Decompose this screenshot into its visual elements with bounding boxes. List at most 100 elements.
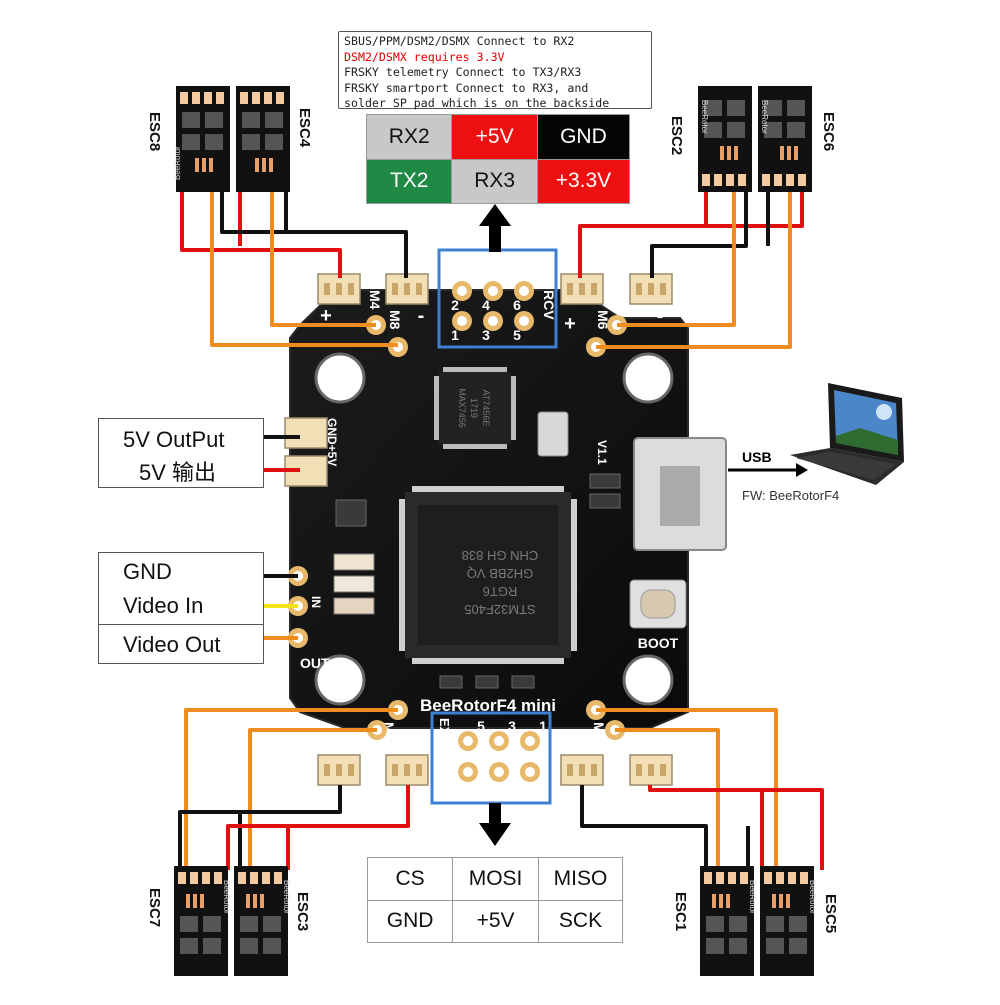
- chip-text-1: STM32F405: [464, 602, 536, 617]
- mcu-chip: STM32F405 RGT6 GH2BB VQ CHN GH 838: [399, 486, 577, 664]
- down-arrow-icon: [479, 803, 511, 846]
- esc-brand-6: BeeRotor: [760, 100, 769, 134]
- jst-connectors: [284, 273, 673, 786]
- up-arrow-icon: [479, 204, 511, 252]
- spi-pin-4: 4: [508, 749, 516, 765]
- usb-connector: [633, 437, 727, 551]
- rcv-pin-2: 2: [451, 297, 459, 313]
- rcv-cell-gnd: GND: [536, 114, 631, 160]
- rcv-cell-rx2: RX2: [365, 114, 453, 160]
- plus-m1: +: [656, 733, 668, 755]
- video-gnd-label: GND: [98, 552, 264, 590]
- m2-label: M2: [613, 290, 629, 310]
- spi-cell-5v: +5V: [452, 899, 539, 943]
- spi-cell-mosi: MOSI: [452, 857, 539, 901]
- esc7-label: ESC7: [146, 888, 163, 927]
- video-out-label: Video Out: [98, 624, 264, 664]
- extspi-pads: 5 3 1 6 4 2 EXTSPI: [437, 718, 547, 782]
- note-line-4: FRSKY smartport Connect to RX3, and: [344, 80, 589, 95]
- video-in-label: Video In: [98, 588, 264, 625]
- minus-m3: -: [325, 733, 332, 755]
- rcv-pads: 2 4 6 1 3 5 RCV: [451, 281, 557, 343]
- esc-board-4: [236, 86, 290, 192]
- plus-m7: +: [408, 733, 420, 755]
- esc6-label: ESC6: [820, 112, 837, 151]
- firmware-label: FW: BeeRotorF4: [742, 488, 839, 503]
- crystal: [537, 411, 569, 457]
- gnd5v-pad-label: GND+5V: [325, 418, 339, 466]
- esc5-label: ESC5: [822, 894, 839, 933]
- video-gnd-text: GND: [123, 559, 172, 584]
- spi-cell-sck: SCK: [537, 899, 624, 943]
- esc2-label: ESC2: [668, 116, 685, 155]
- spi-pin-3: 3: [508, 718, 516, 734]
- flight-controller-board: STM32F405 RGT6 GH2BB VQ CHN GH 838 AT745…: [288, 281, 727, 782]
- minus-m5: -: [567, 733, 574, 755]
- note-line-5: solder SP pad which is on the backside: [344, 96, 610, 111]
- chip-text-3: GH2BB VQ: [467, 566, 533, 581]
- power-output-line-1: 5V OutPut: [123, 427, 225, 452]
- esc-brand-5: BeeRotor: [808, 880, 817, 914]
- osd-text-2: 1719: [469, 398, 479, 418]
- video-in-text: Video In: [123, 593, 204, 618]
- esc-brand-3: BeeRotor: [282, 880, 291, 914]
- spi-pin-5: 5: [477, 718, 485, 734]
- board-name: BeeRotorF4 mini: [420, 696, 556, 715]
- spi-cell-miso: MISO: [537, 857, 624, 901]
- esc-board-8: [176, 86, 230, 192]
- esc-brand-1: BeeRotor: [748, 880, 757, 914]
- extspi-label: EXTSPI: [437, 718, 452, 764]
- spi-pin-1: 1: [539, 718, 547, 734]
- rcv-pin-3: 3: [482, 327, 490, 343]
- m5-label: M5: [591, 722, 607, 742]
- esc-boards: BeeRotor BeeRotor BeeRotor BeeRotor BeeR…: [146, 86, 839, 976]
- in-pad-label: IN: [309, 596, 323, 608]
- rcv-cell-tx2: TX2: [365, 158, 453, 204]
- rcv-cell-5v: +5V: [451, 114, 538, 160]
- spi-pin-6: 6: [477, 749, 485, 765]
- esc-board-5: [760, 866, 814, 976]
- esc-board-2: [698, 86, 752, 192]
- minus-m8: -: [418, 305, 425, 327]
- rcv-pin-5: 5: [513, 327, 521, 343]
- spi-pinout-table: CS MOSI MISO GND +5V SCK: [366, 857, 624, 943]
- mount-hole-br: [622, 654, 674, 706]
- mount-hole-tl: [314, 352, 366, 404]
- esc-brand-7: BeeRotor: [222, 880, 231, 914]
- esc-board-1: [700, 866, 754, 976]
- esc-brand-8: BeeRotor: [173, 146, 182, 180]
- chip-text-4: CHN GH 838: [462, 548, 539, 563]
- chip-text-2: RGT6: [483, 584, 518, 599]
- note-line-3: FRSKY telemetry Connect to TX3/RX3: [344, 65, 582, 80]
- m1-label: M1: [607, 740, 623, 760]
- osd-chip: AT7456E 1719 MAX7456: [434, 367, 516, 449]
- m8-label: M8: [387, 310, 403, 330]
- rcv-pin-1: 1: [451, 327, 459, 343]
- note-line-1: SBUS/PPM/DSM2/DSMX Connect to RX2: [344, 34, 575, 48]
- spi-cell-gnd: GND: [366, 899, 454, 943]
- plus-m4: +: [320, 305, 332, 327]
- esc3-label: ESC3: [294, 892, 311, 931]
- usb-arrow-icon: [728, 463, 808, 477]
- power-output-line-2: 5V 输出: [139, 460, 217, 485]
- rcv-pinout-table: RX2 +5V GND TX2 RX3 +3.3V: [365, 114, 631, 204]
- wires: [178, 190, 824, 870]
- esc4-label: ESC4: [296, 108, 313, 148]
- note-line-2: DSM2/DSMX requires 3.3V: [344, 49, 505, 64]
- minus-m2: -: [657, 305, 664, 327]
- mount-hole-tr: [622, 352, 674, 404]
- laptop-icon: [790, 383, 904, 485]
- power-output-label: 5V OutPut 5V 输出: [98, 418, 264, 488]
- spi-pin-2: 2: [539, 749, 547, 765]
- plus-m6: +: [564, 313, 576, 335]
- rcv-cell-3v3: +3.3V: [536, 158, 631, 204]
- spi-cell-cs: CS: [366, 857, 454, 901]
- esc-board-7: [174, 866, 228, 976]
- out-pad-label: OUT: [300, 655, 330, 671]
- rcv-pin-4: 4: [482, 297, 490, 313]
- m4-label: M4: [367, 290, 383, 310]
- m3-label: M3: [365, 740, 381, 760]
- boot-button: BOOT: [629, 579, 687, 651]
